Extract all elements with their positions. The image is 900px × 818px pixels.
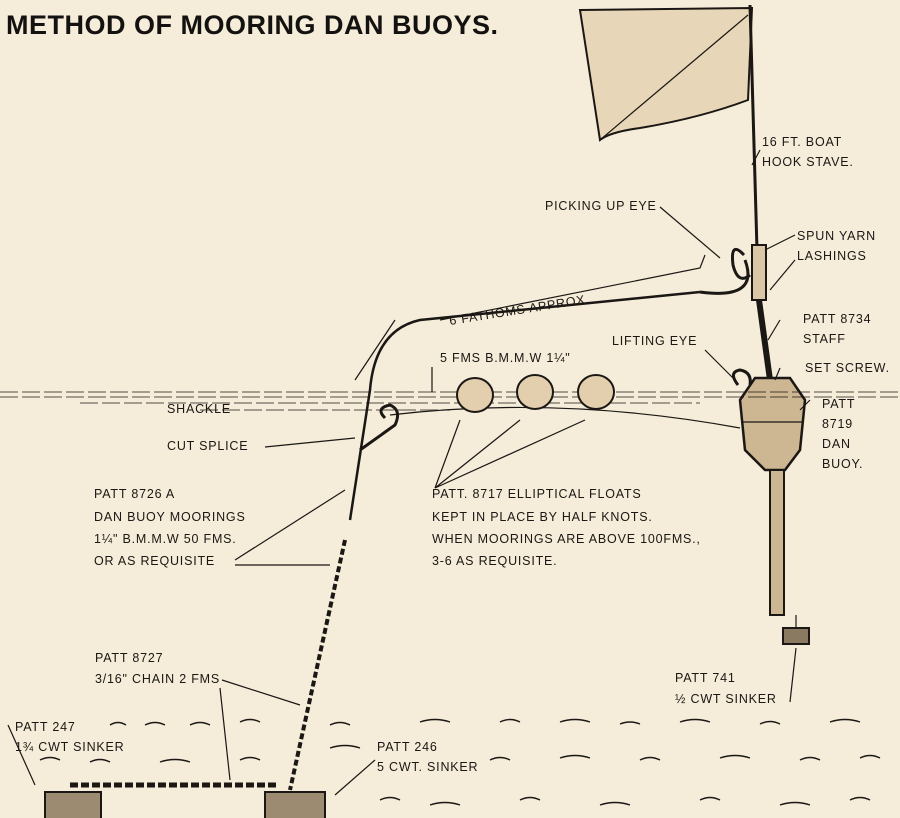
label-bmmw: 5 FMS B.M.M.W 1¼" (440, 351, 571, 365)
label-floats-3: WHEN MOORINGS ARE ABOVE 100FMS., (432, 532, 701, 546)
label-buoy-2: 8719 (822, 417, 853, 431)
label-moorings-3: 1¼" B.M.M.W 50 FMS. (94, 532, 237, 546)
boat-hook-staff (731, 4, 773, 381)
label-sinker-247: PATT 247 (15, 720, 76, 734)
label-sinker-247-2: 1¾ CWT SINKER (15, 740, 125, 754)
label-floats-4: 3-6 AS REQUISITE. (432, 554, 557, 568)
label-buoy-3: DAN (822, 437, 851, 451)
label-floats: PATT. 8717 ELLIPTICAL FLOATS (432, 487, 642, 501)
label-picking-up-eye: PICKING UP EYE (545, 199, 657, 213)
label-sinker-741-2: ½ CWT SINKER (675, 692, 777, 706)
chain (288, 539, 347, 791)
labels: 16 FT. BOAT HOOK STAVE. PICKING UP EYE S… (15, 135, 890, 774)
label-shackle: SHACKLE (167, 402, 231, 416)
label-sinker-246: PATT 246 (377, 740, 438, 754)
label-staff: PATT 8734 (803, 312, 871, 326)
label-set-screw: SET SCREW. (805, 361, 890, 375)
water-surface (0, 391, 900, 411)
label-moorings-2: DAN BUOY MOORINGS (94, 510, 246, 524)
sea-bed-waves (39, 718, 881, 806)
picking-up-eye (731, 247, 751, 280)
sinker-741 (782, 627, 810, 645)
label-moorings-4: OR AS REQUISITE (94, 554, 215, 568)
label-chain-2: 3/16" CHAIN 2 FMS (95, 672, 220, 686)
label-sinker-741: PATT 741 (675, 671, 736, 685)
diagram-title: METHOD OF MOORING DAN BUOYS. (6, 10, 499, 40)
label-buoy: PATT (822, 397, 855, 411)
sinker-247 (44, 791, 102, 818)
label-sinker-246-2: 5 CWT. SINKER (377, 760, 478, 774)
label-moorings: PATT 8726 A (94, 487, 175, 501)
leader-lines (7, 149, 811, 796)
dan-buoy (732, 368, 810, 645)
label-spun-yarn: SPUN YARN (797, 229, 876, 243)
mooring-rope (70, 259, 750, 791)
label-floats-2: KEPT IN PLACE BY HALF KNOTS. (432, 510, 653, 524)
lifting-eye (732, 368, 752, 386)
flag (578, 6, 754, 142)
label-buoy-4: BUOY. (822, 457, 863, 471)
label-staff-2: STAFF (803, 332, 846, 346)
floats (389, 374, 741, 429)
sinker-246 (264, 791, 326, 818)
label-lifting-eye: LIFTING EYE (612, 334, 697, 348)
label-chain: PATT 8727 (95, 651, 163, 665)
label-boat-hook-2: HOOK STAVE. (762, 155, 854, 169)
label-boat-hook: 16 FT. BOAT (762, 135, 842, 149)
label-lashings: LASHINGS (797, 249, 867, 263)
shackle (359, 403, 400, 452)
label-six-fathoms: 6 FATHOMS APPROX. (448, 292, 590, 328)
label-cut-splice: CUT SPLICE (167, 439, 248, 453)
